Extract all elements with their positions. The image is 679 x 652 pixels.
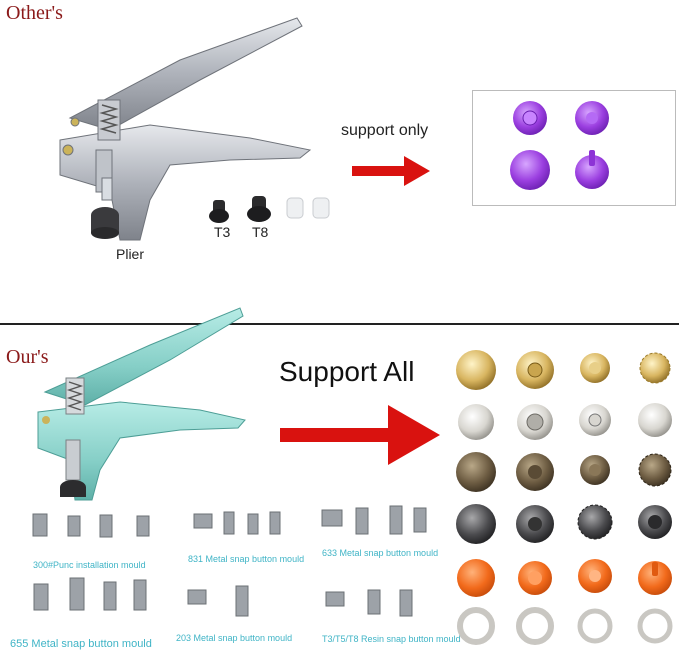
resin-snap-panel — [472, 90, 676, 206]
mould-caption-203: 203 Metal snap button mould — [176, 633, 293, 643]
mould-caption-831: 831 Metal snap button mould — [188, 554, 305, 564]
grey-plier — [59, 17, 312, 241]
ours-heading: Our's — [6, 346, 49, 368]
arrow-bottom — [280, 405, 440, 465]
t8-die — [247, 196, 271, 222]
t3-die — [209, 200, 229, 223]
others-heading: Other's — [6, 2, 63, 24]
resin-snaps — [510, 101, 609, 190]
section-divider — [0, 323, 679, 325]
mould-caption-633: 633 Metal snap button mould — [322, 548, 439, 558]
mould-caption-resin: T3/T5/T8 Resin snap button mould — [322, 634, 461, 644]
snap-button-grid — [456, 350, 673, 645]
support-only-text: support only — [341, 122, 429, 139]
support-all-text: Support All — [279, 356, 415, 387]
mould-caption-655: 655 Metal snap button mould — [10, 638, 152, 650]
mould-caption-300: 300#Punc installation mould — [33, 560, 146, 570]
t3-label: T3 — [214, 224, 231, 240]
clear-dies — [286, 197, 330, 219]
arrow-top — [352, 156, 430, 186]
t8-label: T8 — [252, 224, 269, 240]
teal-plier — [37, 307, 246, 501]
mould-dies — [32, 505, 427, 617]
plier-label: Plier — [116, 246, 145, 262]
